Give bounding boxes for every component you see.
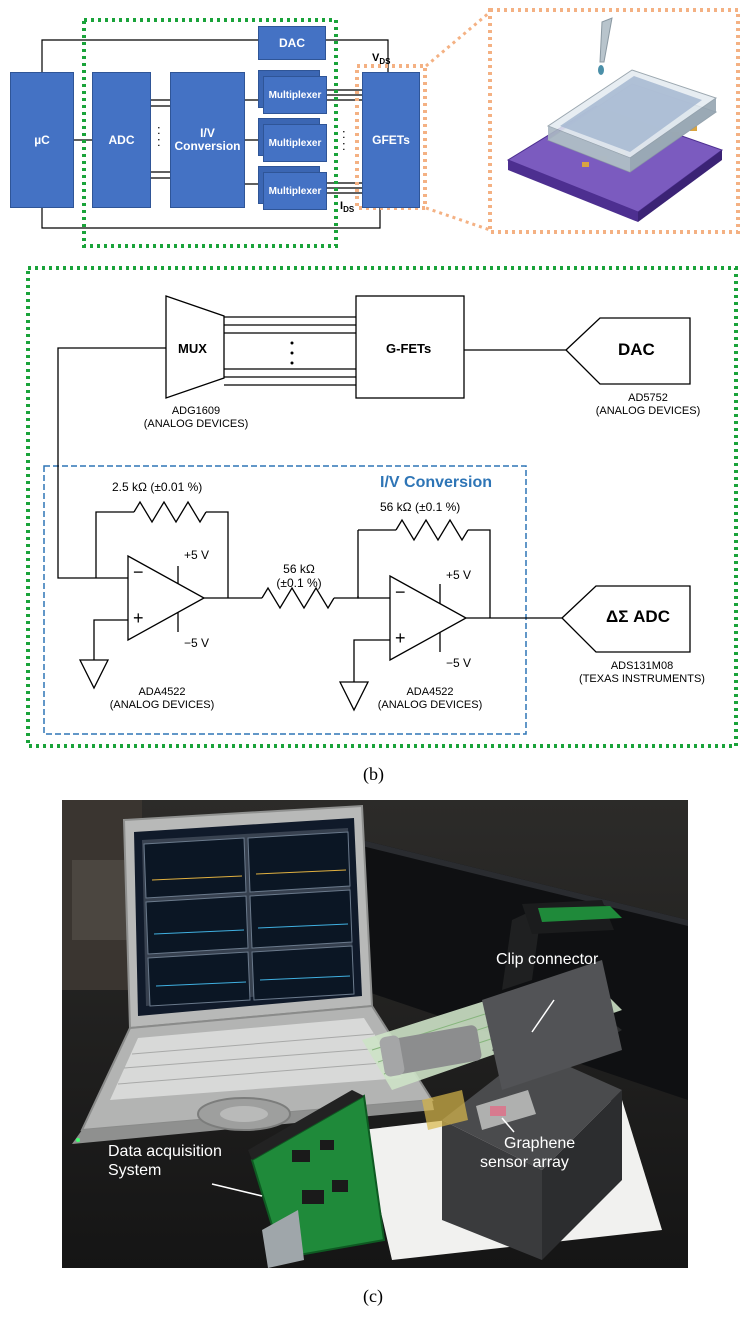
dac-part: AD5752 <box>628 392 668 404</box>
clip-connector-label: Clip connector <box>496 951 599 968</box>
vds-v: V <box>372 52 380 64</box>
r2-label-2: (±0.1 %) <box>276 576 322 590</box>
adc-label: ΔΣ ADC <box>606 607 670 626</box>
opamp1-part: ADA4522 <box>138 686 186 698</box>
iv-line2: Conversion <box>174 139 241 153</box>
mux-label: MUX <box>178 341 207 356</box>
opamp2-vneg: −5 V <box>446 656 472 670</box>
r2-label-1: 56 kΩ <box>283 562 315 576</box>
opamp1-vneg: −5 V <box>184 636 210 650</box>
ids-label: IDS <box>340 200 354 214</box>
vds-sub: DS <box>379 57 391 67</box>
caption-c: (c) <box>363 1286 383 1306</box>
iv-line1: I/V <box>200 126 215 140</box>
sensor-label-1: Graphene <box>504 1135 576 1152</box>
opamp2-plus: + <box>395 628 406 648</box>
opamp1-plus: + <box>133 608 144 628</box>
r3-label: 56 kΩ (±0.1 %) <box>380 500 461 514</box>
circuit-wires <box>26 266 738 748</box>
r1-label: 2.5 kΩ (±0.01 %) <box>112 480 203 494</box>
vds-label: VDS <box>372 52 390 66</box>
photo-scene <box>62 800 688 1268</box>
multiplexer-2: Multiplexer <box>263 124 327 162</box>
opamp2-minus: − <box>395 582 406 602</box>
dac-label: DAC <box>618 340 655 359</box>
daq-label-1: Data acquisition <box>108 1143 222 1160</box>
iv-conversion-block: I/V Conversion <box>170 72 245 208</box>
uc-block: µC <box>10 72 74 208</box>
mux-bus-dots: : <box>342 126 346 141</box>
adc-part: ADS131M08 <box>610 660 674 672</box>
mux-bus-dots-2: : <box>342 138 346 153</box>
dac-maker: (ANALOG DEVICES) <box>595 405 701 417</box>
opamp2-vpos: +5 V <box>446 568 472 582</box>
multiplexer-1: Multiplexer <box>263 76 327 114</box>
opamp1-maker: (ANALOG DEVICES) <box>109 699 215 711</box>
daq-label-2: System <box>108 1162 162 1179</box>
sensor-label-2: sensor array <box>480 1154 569 1171</box>
ids-sub: DS <box>343 205 355 215</box>
multiplexer-3: Multiplexer <box>263 172 327 210</box>
ids-i: I <box>340 200 344 212</box>
opamp2-part: ADA4522 <box>406 686 454 698</box>
dac-block: DAC <box>258 26 326 60</box>
opamp2-maker: (ANALOG DEVICES) <box>377 699 483 711</box>
mux-part: ADG1609 <box>171 405 221 417</box>
gfets-label: G-FETs <box>386 341 432 356</box>
adc-bus-dots-2: : <box>157 134 161 149</box>
adc-block: ADC <box>92 72 151 208</box>
device-illustration <box>506 17 724 222</box>
adc-bus-dots: : <box>157 122 161 137</box>
opamp1-minus: − <box>133 562 144 582</box>
opamp1-vpos: +5 V <box>184 548 210 562</box>
block-diagram-wires <box>41 8 740 248</box>
iv-conversion-title: I/V Conversion <box>380 474 493 491</box>
mux-maker: (ANALOG DEVICES) <box>143 418 249 430</box>
adc-maker: (TEXAS INSTRUMENTS) <box>579 673 705 685</box>
setup-photo: Clip connector Data acquisition System G… <box>62 800 688 1268</box>
gfets-block: GFETs <box>362 72 420 208</box>
caption-b: (b) <box>363 764 384 784</box>
